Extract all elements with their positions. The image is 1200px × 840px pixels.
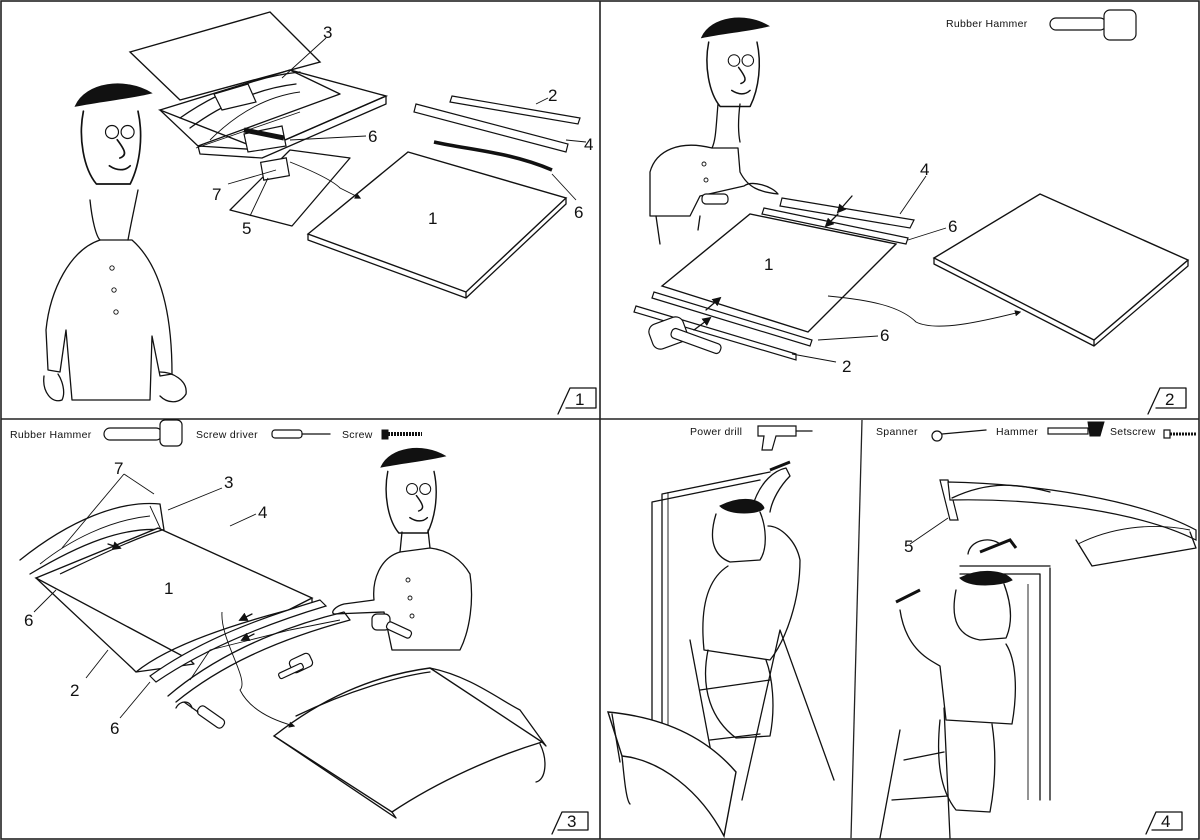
panel-3: Rubber Hammer Screw driver Screw: [10, 419, 589, 835]
part-label-5: 5: [904, 537, 913, 556]
packaging-box: [128, 11, 389, 227]
screwdriver-icon: [271, 429, 331, 439]
part-label-6b: 6: [880, 326, 889, 345]
person-figure: [332, 447, 473, 651]
canopy-on-floor: [607, 711, 737, 839]
screwdriver-icon: [175, 701, 226, 729]
spanner-icon: [931, 429, 987, 442]
panel-2: Rubber Hammer: [633, 9, 1190, 415]
person-drilling: [702, 460, 801, 739]
panel-1-leaders: [227, 37, 587, 217]
doorframe-left: [651, 471, 771, 743]
part-label-6b: 6: [574, 203, 583, 222]
power-drill-icon: [757, 425, 813, 451]
part-label-1: 1: [764, 255, 773, 274]
hammer-icon: [1047, 421, 1105, 437]
panel-number-2: 2: [1165, 390, 1174, 409]
assembled-canopy: [272, 667, 544, 813]
stepladder-right: [879, 707, 951, 839]
part-label-6: 6: [368, 127, 377, 146]
part-label-7: 7: [212, 185, 221, 204]
polycarbonate-sheet: [34, 527, 314, 661]
doorframe-right: [959, 565, 1051, 801]
tool-label-rubber-hammer: Rubber Hammer: [946, 18, 1028, 30]
part-label-2: 2: [70, 681, 79, 700]
rubber-hammer-icon: [648, 316, 722, 355]
rubber-hammer-icon: [1049, 9, 1137, 41]
beam-4: [413, 103, 569, 153]
part-label-6b: 6: [110, 719, 119, 738]
part-label-3: 3: [224, 473, 233, 492]
panel-number-3: 3: [567, 812, 576, 831]
part-label-4: 4: [584, 135, 593, 154]
screw-icon: [381, 429, 422, 440]
part-label-5: 5: [242, 219, 251, 238]
person-figure: [43, 83, 187, 403]
assembled-sheet: [932, 193, 1190, 341]
part-label-4: 4: [920, 160, 929, 179]
bracket-3: [19, 502, 165, 575]
beam-4: [779, 197, 915, 229]
stepladder-left: [689, 629, 835, 801]
person-hammering: [895, 538, 1018, 813]
panel-number-1: 1: [575, 390, 584, 409]
part-label-1: 1: [164, 579, 173, 598]
setscrew-icon: [1163, 429, 1196, 439]
panel-number-4: 4: [1161, 812, 1170, 831]
panel-4: Power drill Spanner Hammer Setscrew: [607, 421, 1197, 839]
tool-label-rubber-hammer: Rubber Hammer: [10, 429, 92, 441]
tool-label-hammer: Hammer: [996, 426, 1038, 438]
part-label-1: 1: [428, 209, 437, 228]
beam-2: [449, 95, 581, 125]
part-label-7: 7: [114, 459, 123, 478]
part-label-2: 2: [842, 357, 851, 376]
fixed-canopy: [939, 479, 1197, 567]
part-label-2: 2: [548, 86, 557, 105]
part-label-6: 6: [948, 217, 957, 236]
rubber-hammer-icon: [103, 419, 183, 447]
tool-label-setscrew: Setscrew: [1110, 426, 1156, 438]
tool-label-power-drill: Power drill: [690, 426, 742, 438]
tool-label-screw: Screw: [342, 429, 373, 441]
tool-label-screw-driver: Screw driver: [196, 429, 258, 441]
part-label-4: 4: [258, 503, 267, 522]
panel-1: 3 2 4 6 6 7 5 1 1: [43, 11, 597, 415]
tool-label-spanner: Spanner: [876, 426, 918, 438]
person-figure: [649, 17, 779, 245]
part-label-6: 6: [24, 611, 33, 630]
part-label-3: 3: [323, 23, 332, 42]
seal-strip: [433, 140, 553, 172]
